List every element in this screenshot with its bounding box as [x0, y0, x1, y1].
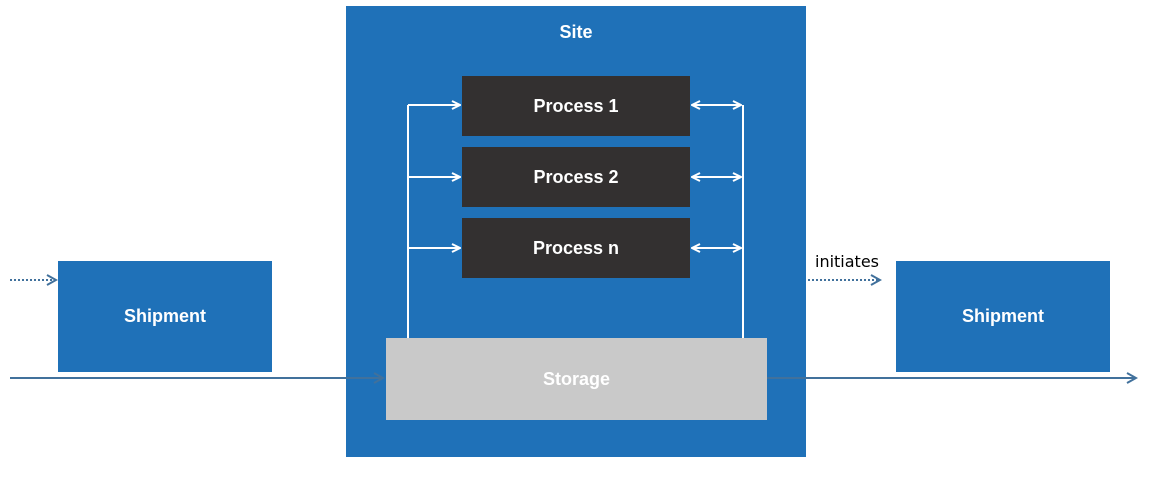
site-title: Site [559, 22, 593, 42]
shipment-right-label: Shipment [961, 306, 1044, 326]
process-1-box: Process 1 [462, 76, 690, 136]
process-2-box: Process 2 [462, 147, 690, 207]
shipment-left-box: Shipment [58, 261, 272, 372]
shipment-right-box: Shipment [896, 261, 1110, 372]
process-n-label: Process n [532, 237, 620, 258]
storage-label: Storage [542, 368, 611, 389]
process-2-label: Process 2 [533, 166, 619, 187]
shipment-left-label: Shipment [123, 306, 206, 326]
initiates-edge-label: initiates [815, 252, 880, 271]
process-1-label: Process 1 [533, 95, 619, 116]
storage-box: Storage [386, 338, 767, 420]
process-n-box: Process n [462, 218, 690, 278]
